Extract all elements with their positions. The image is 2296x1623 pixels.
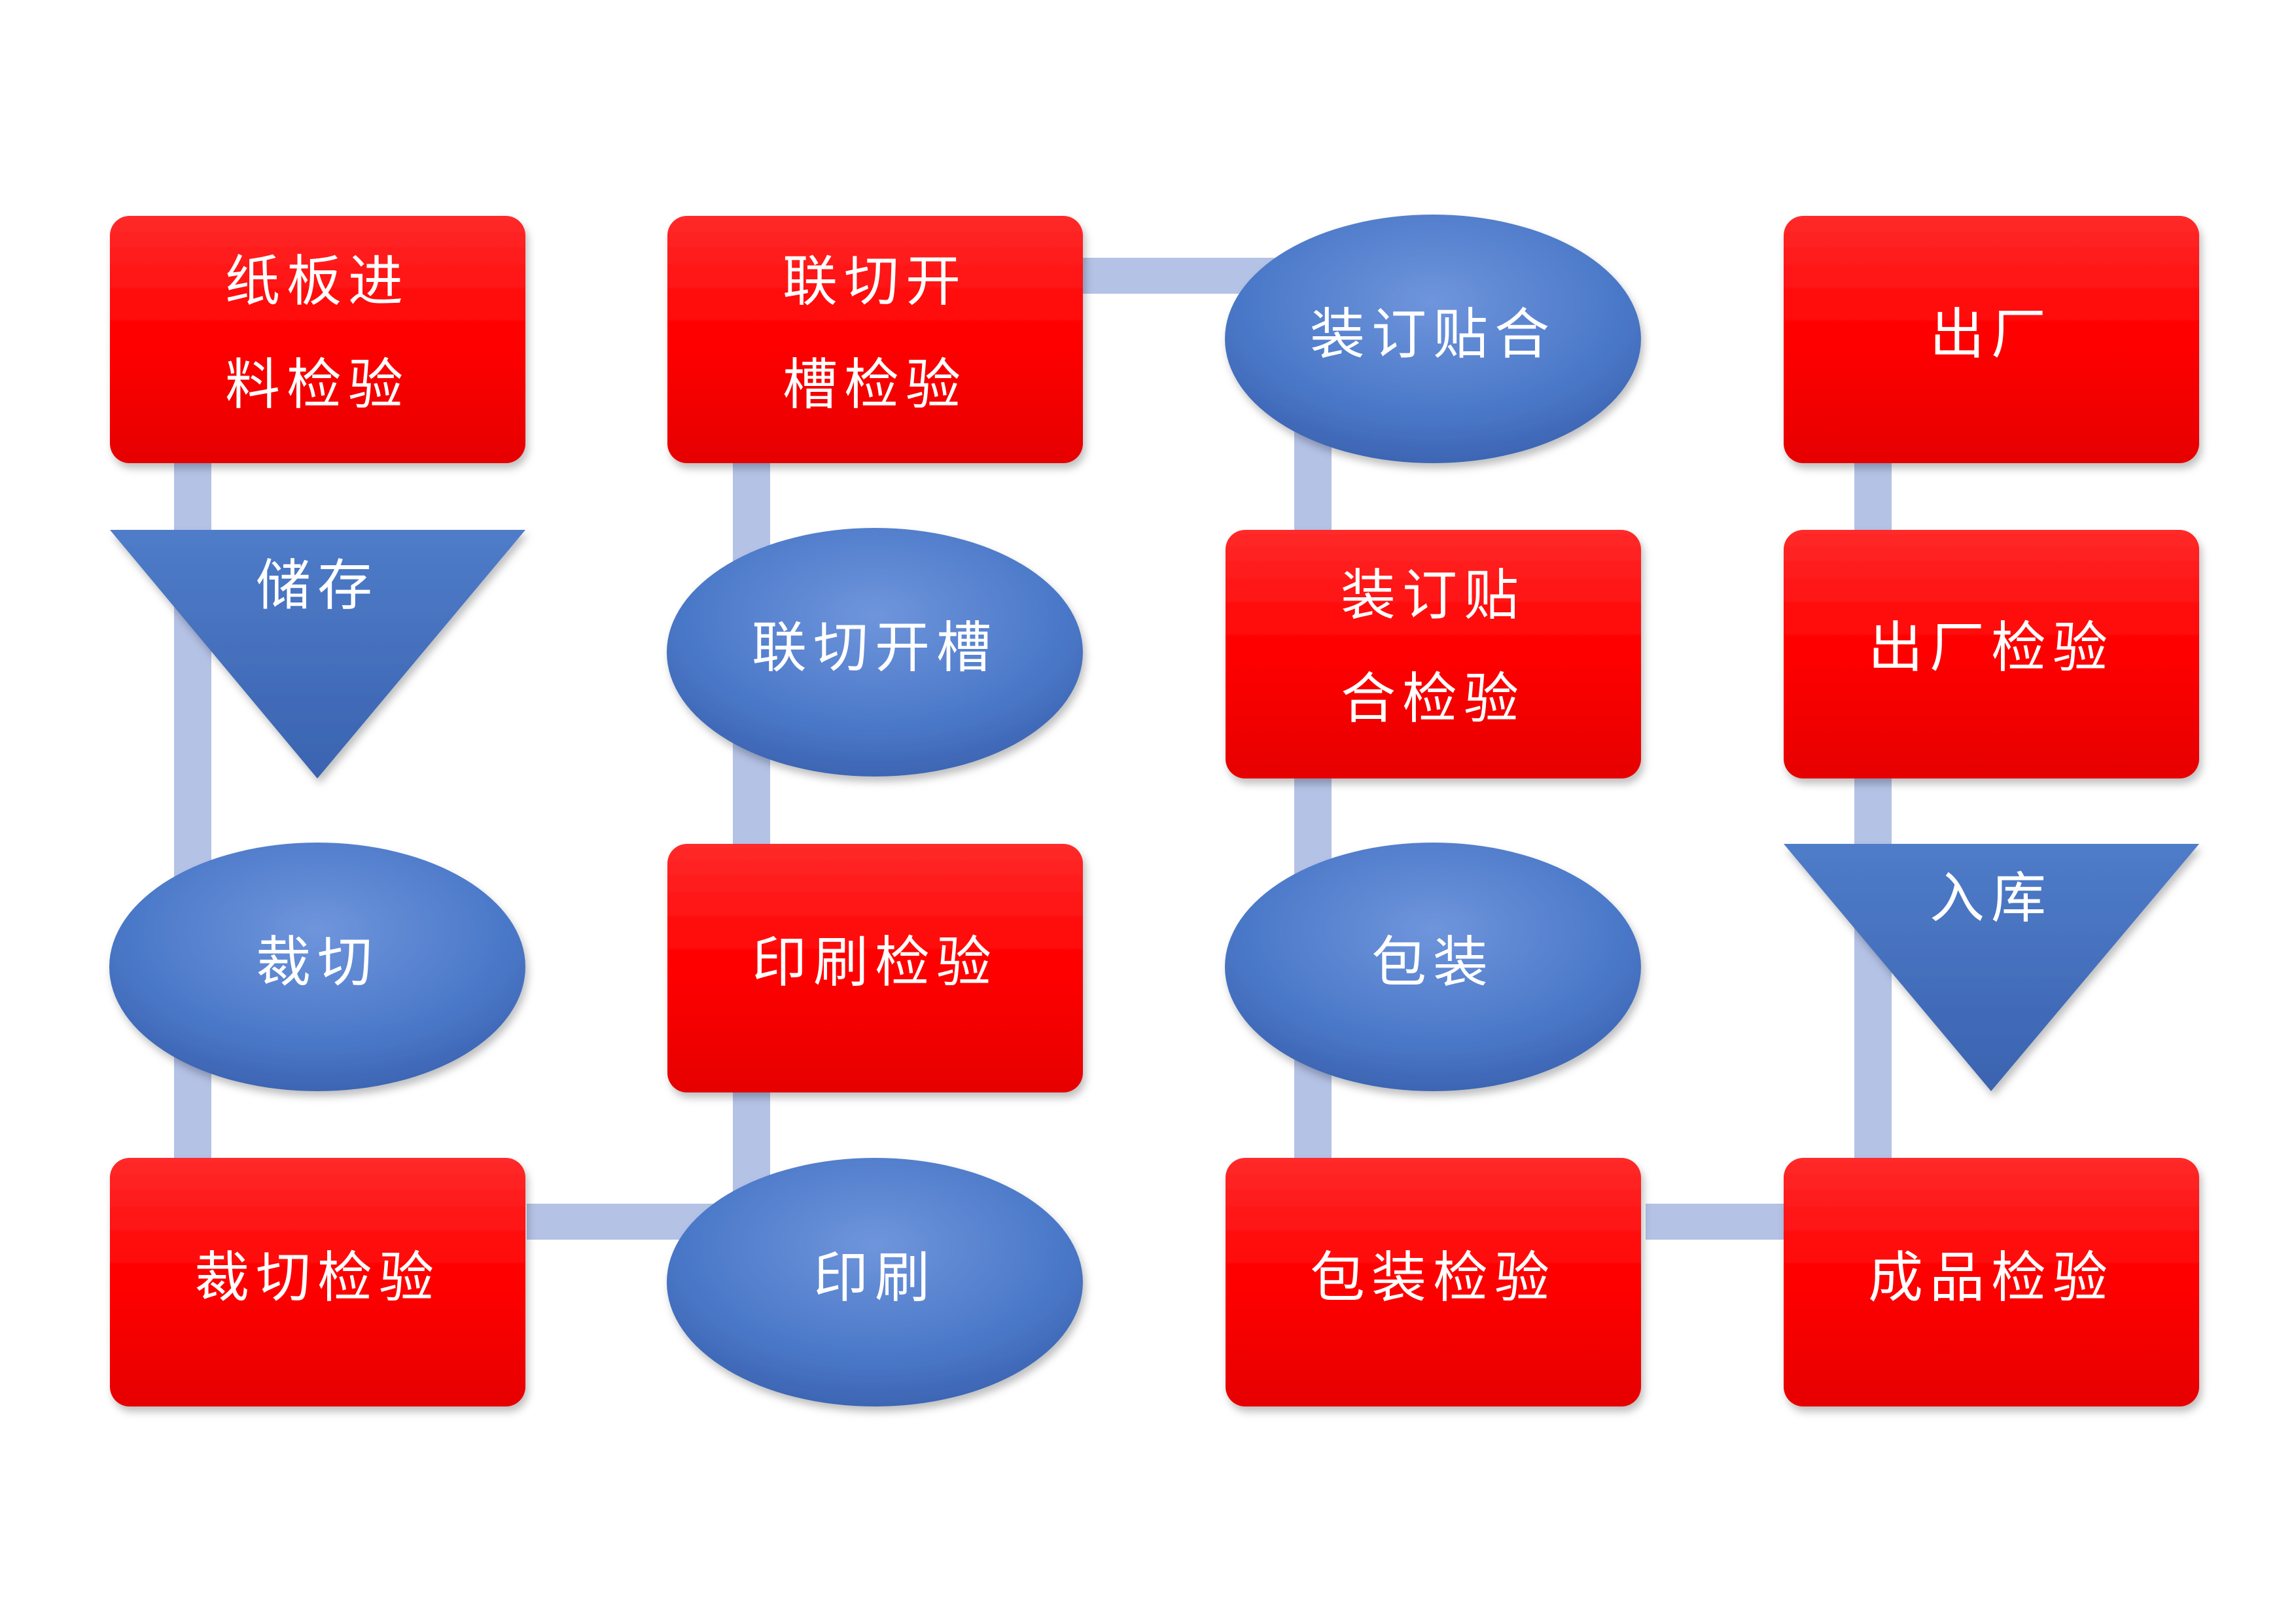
node-label-line: 成品检验 — [1868, 1246, 2114, 1310]
inspection-box — [110, 1158, 525, 1406]
node-binding: 装订贴合 — [1225, 215, 1641, 463]
node-label-line: 包装检验 — [1310, 1246, 1556, 1310]
node-product-inspection: 成品检验 — [1784, 1158, 2199, 1406]
inspection-box — [1226, 1158, 1641, 1406]
node-label-line: 入库 — [1930, 866, 2053, 930]
inspection-box — [1784, 216, 2199, 463]
node-label-line: 装订贴 — [1341, 563, 1525, 627]
node-cutting-inspection: 裁切检验 — [110, 1158, 525, 1406]
node-label-line: 印刷检验 — [752, 930, 998, 994]
node-label-line: 裁切检验 — [194, 1246, 440, 1310]
node-label-line: 包装 — [1371, 930, 1494, 994]
node-label-line: 印刷 — [813, 1246, 936, 1310]
node-storage: 储存 — [110, 530, 525, 778]
node-die-cut: 联切开槽 — [667, 528, 1083, 777]
node-shipment-inspection: 出厂检验 — [1784, 530, 2199, 778]
node-label-line: 联切开 — [783, 249, 967, 313]
operation-ellipse — [1225, 215, 1641, 463]
inspection-box — [667, 216, 1083, 463]
node-label-line: 联切开槽 — [752, 616, 998, 680]
node-label-line: 装订贴合 — [1310, 302, 1556, 366]
node-packing: 包装 — [1225, 843, 1641, 1091]
storage-triangle — [1784, 844, 2199, 1091]
inspection-box — [110, 216, 525, 463]
inspection-box — [1784, 530, 2199, 778]
operation-ellipse — [667, 1158, 1083, 1406]
node-binding-inspection: 装订贴 合检验 — [1226, 530, 1641, 778]
node-board-inspection: 纸板进 料检验 — [110, 216, 525, 463]
node-print-inspection: 印刷检验 — [667, 844, 1083, 1092]
node-cutting: 裁切 — [109, 843, 525, 1091]
connector-row-bottom-right — [1646, 1204, 1786, 1240]
node-label-line: 合检验 — [1341, 667, 1525, 731]
node-shipment: 出厂 — [1784, 216, 2199, 463]
node-label-line: 出厂检验 — [1868, 616, 2114, 680]
inspection-box — [1226, 530, 1641, 778]
operation-ellipse — [1225, 843, 1641, 1091]
node-printing: 印刷 — [667, 1158, 1083, 1406]
inspection-box — [667, 844, 1083, 1092]
node-label-line: 储存 — [256, 553, 379, 618]
node-warehousing: 入库 — [1784, 844, 2199, 1091]
storage-triangle — [110, 530, 525, 778]
node-label-line: 槽检验 — [783, 353, 967, 417]
operation-ellipse — [667, 528, 1083, 777]
node-die-cut-inspection: 联切开 槽检验 — [667, 216, 1083, 463]
node-label-line: 纸板进 — [225, 249, 410, 313]
inspection-box — [1784, 1158, 2199, 1406]
operation-ellipse — [109, 843, 525, 1091]
node-packing-inspection: 包装检验 — [1226, 1158, 1641, 1406]
node-label-line: 裁切 — [256, 930, 379, 994]
node-label-line: 料检验 — [225, 353, 410, 417]
node-label-line: 出厂 — [1930, 302, 2053, 366]
